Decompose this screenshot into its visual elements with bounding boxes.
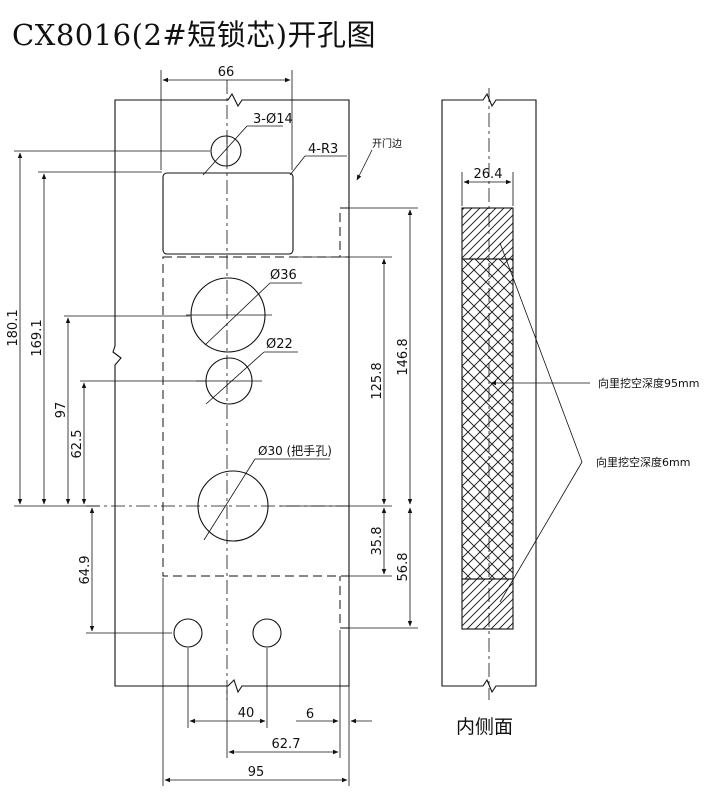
- hole-36-label: Ø36: [270, 268, 297, 283]
- corner-radius-label: 4-R3: [308, 142, 338, 157]
- page-title: CX8016(2#短锁芯)开孔图: [12, 18, 377, 52]
- shallow-pocket-bottom: [461, 578, 514, 630]
- dim-169-1: 169.1: [30, 319, 45, 356]
- dim-35-8: 35.8: [370, 527, 385, 556]
- screw-hole-right: [252, 618, 282, 648]
- door-edge-label: 开门边: [372, 137, 402, 150]
- dim-40: 40: [238, 706, 255, 721]
- mortise-region: [162, 256, 350, 577]
- depth-95-label: 向里挖空深度95mm: [598, 376, 699, 390]
- screw-hole-top: [210, 135, 242, 167]
- hole-22-label: Ø22: [266, 337, 293, 352]
- front-view: 66 180.1 169.1 97 62.5 64.9 125.8 146.8 …: [6, 65, 418, 786]
- dim-180-1: 180.1: [6, 309, 21, 346]
- dim-62-5: 62.5: [70, 430, 85, 459]
- door-outline: [112, 92, 350, 694]
- dim-125-8: 125.8: [370, 362, 385, 399]
- side-outline: [441, 92, 537, 694]
- dim-62-7: 62.7: [272, 737, 301, 752]
- side-view: 26.4 向里挖空深度95mm 向里挖空深度6mm 内侧面: [441, 88, 699, 738]
- screw-hole-left: [173, 618, 203, 648]
- door-edge-offset: [339, 207, 349, 629]
- dim-64-9: 64.9: [78, 556, 93, 585]
- dim-6: 6: [306, 707, 314, 722]
- dim-66: 66: [218, 65, 235, 80]
- dim-26-4: 26.4: [474, 167, 503, 182]
- shallow-pocket-top: [461, 207, 514, 260]
- upper-cutout: [162, 172, 294, 255]
- depth-6-label: 向里挖空深度6mm: [596, 455, 690, 469]
- dim-56-8: 56.8: [396, 553, 411, 582]
- dim-97: 97: [54, 402, 69, 419]
- handle-hole-30: [197, 470, 269, 542]
- side-view-caption: 内侧面: [456, 716, 513, 738]
- deep-mortise: [461, 258, 514, 580]
- screw-holes-label: 3-Ø14: [253, 112, 293, 127]
- dim-95: 95: [248, 765, 265, 780]
- dim-146-8: 146.8: [396, 338, 411, 375]
- hole-30-label: Ø30 (把手孔): [258, 444, 332, 458]
